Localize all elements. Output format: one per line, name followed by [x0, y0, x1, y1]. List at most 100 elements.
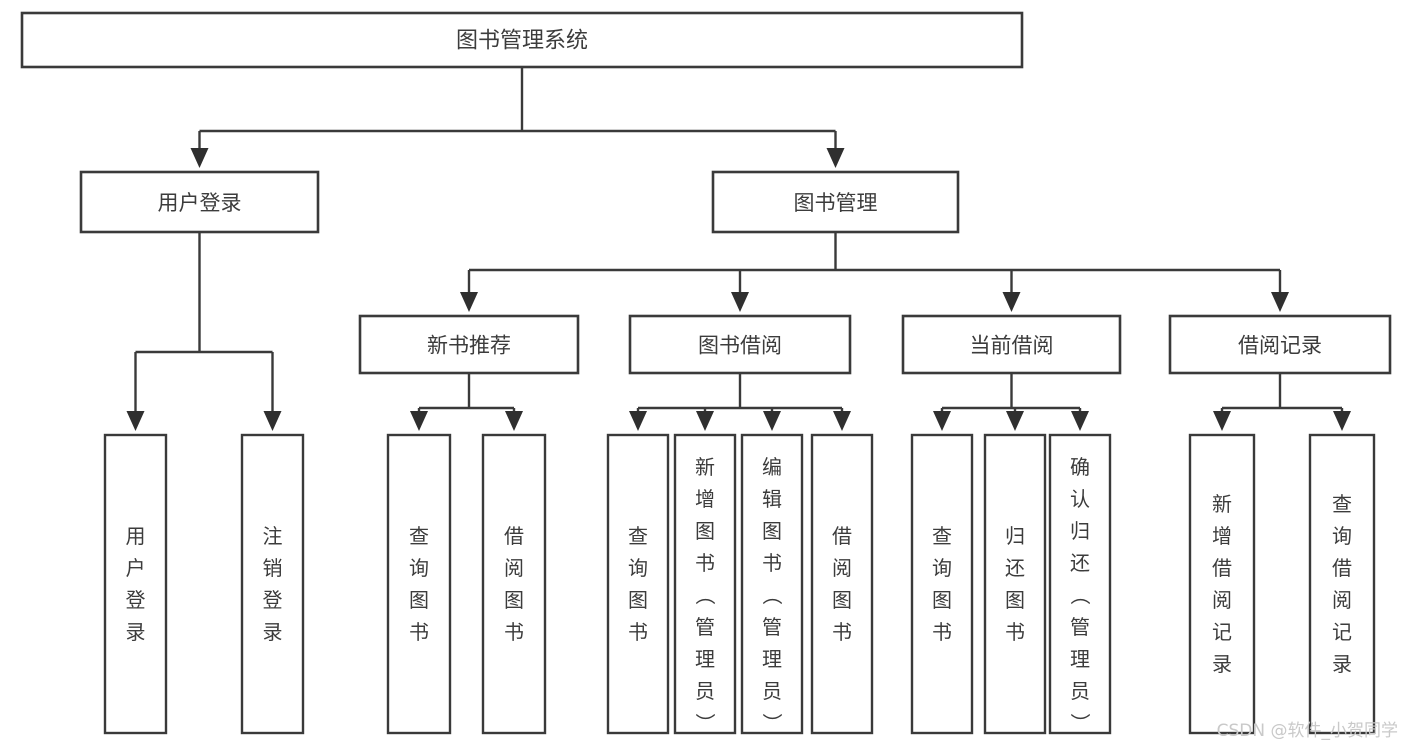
label-char: 图	[409, 588, 429, 612]
node-leaf-user-login[interactable]: 用户登录	[103, 433, 168, 735]
node-box-borrow-record[interactable]	[1168, 314, 1392, 375]
node-box-leaf-add-book[interactable]	[673, 433, 737, 735]
label-char: 新	[695, 455, 715, 479]
arrow-head-icon	[1006, 411, 1024, 431]
label-char: 书	[1005, 620, 1025, 644]
arrow-head-icon	[763, 411, 781, 431]
node-book-borrow[interactable]: 图书借阅	[628, 314, 852, 375]
label-char: 查	[1332, 492, 1352, 516]
label-char: 注	[263, 524, 283, 548]
label-char: 记	[1332, 620, 1352, 644]
label-char: 查	[409, 524, 429, 548]
node-box-leaf-query-book-2[interactable]	[606, 433, 670, 735]
label-char: 图	[504, 588, 524, 612]
label-char: ）	[1068, 713, 1092, 733]
node-borrow-record[interactable]: 借阅记录	[1168, 314, 1392, 375]
label-char: 增	[695, 487, 715, 511]
label-char: 阅	[1332, 588, 1352, 612]
node-label-book-borrow: 图书借阅	[698, 334, 782, 358]
node-box-new-book-recommend[interactable]	[358, 314, 580, 375]
label-char: 图	[695, 519, 715, 543]
node-box-leaf-borrow-book-1[interactable]	[481, 433, 547, 735]
label-char: 新	[1212, 492, 1232, 516]
node-label-book-manage: 图书管理	[794, 191, 878, 215]
connector-group-borrow-to-leaves	[629, 373, 851, 431]
label-char: 还	[1070, 551, 1090, 575]
node-box-leaf-return-book[interactable]	[983, 433, 1047, 735]
node-box-leaf-edit-book[interactable]	[740, 433, 804, 735]
label-char: 户	[126, 556, 146, 580]
label-char: 员	[762, 679, 782, 703]
node-box-leaf-user-logout[interactable]	[240, 433, 305, 735]
arrow-head-icon	[190, 148, 209, 168]
node-label-new-book-recommend: 新书推荐	[427, 334, 511, 358]
arrow-head-icon	[629, 411, 647, 431]
node-box-leaf-query-book-3[interactable]	[910, 433, 974, 735]
label-char: 录	[126, 620, 146, 644]
arrow-head-icon	[263, 411, 282, 431]
connector-group-recommend-to-leaves	[410, 373, 523, 431]
connector-layer	[126, 67, 1351, 431]
arrow-head-icon	[460, 292, 478, 312]
arrow-head-icon	[696, 411, 714, 431]
arrow-head-icon	[1002, 292, 1021, 312]
label-char: 借	[1332, 556, 1352, 580]
label-char: 录	[1332, 652, 1352, 676]
label-char: 书	[762, 551, 782, 575]
label-char: 书	[628, 620, 648, 644]
node-box-leaf-add-record[interactable]	[1188, 433, 1256, 735]
label-char: 借	[1212, 556, 1232, 580]
node-box-leaf-confirm-return[interactable]	[1048, 433, 1112, 735]
arrow-head-icon	[826, 148, 845, 168]
node-box-current-borrow[interactable]	[901, 314, 1122, 375]
node-box-leaf-user-login[interactable]	[103, 433, 168, 735]
node-current-borrow[interactable]: 当前借阅	[901, 314, 1122, 375]
connector-group-current-to-leaves	[933, 373, 1089, 431]
label-char: 阅	[832, 556, 852, 580]
node-box-book-manage[interactable]	[711, 170, 960, 234]
node-box-leaf-query-book-1[interactable]	[386, 433, 452, 735]
label-char: 记	[1212, 620, 1232, 644]
arrow-head-icon	[1271, 292, 1289, 312]
label-char: （	[760, 585, 784, 605]
label-char: 用	[126, 524, 146, 548]
label-char: 增	[1212, 524, 1232, 548]
node-root[interactable]: 图书管理系统	[20, 11, 1024, 69]
node-new-book-recommend[interactable]: 新书推荐	[358, 314, 580, 375]
node-box-leaf-borrow-book-2[interactable]	[810, 433, 874, 735]
label-char: 询	[932, 556, 952, 580]
node-box-user-login[interactable]	[79, 170, 320, 234]
node-user-login[interactable]: 用户登录	[79, 170, 320, 234]
node-box-root[interactable]	[20, 11, 1024, 69]
label-char: 录	[1212, 652, 1232, 676]
label-char: ）	[693, 713, 717, 733]
node-book-manage[interactable]: 图书管理	[711, 170, 960, 234]
node-box-book-borrow[interactable]	[628, 314, 852, 375]
arrow-head-icon	[933, 411, 951, 431]
label-char: 查	[932, 524, 952, 548]
label-char: 书	[832, 620, 852, 644]
label-char: 借	[504, 524, 524, 548]
arrow-head-icon	[126, 411, 145, 431]
label-char: 还	[1005, 556, 1025, 580]
connector-group-record-to-leaves	[1213, 373, 1351, 431]
node-box-leaf-query-record[interactable]	[1308, 433, 1376, 735]
